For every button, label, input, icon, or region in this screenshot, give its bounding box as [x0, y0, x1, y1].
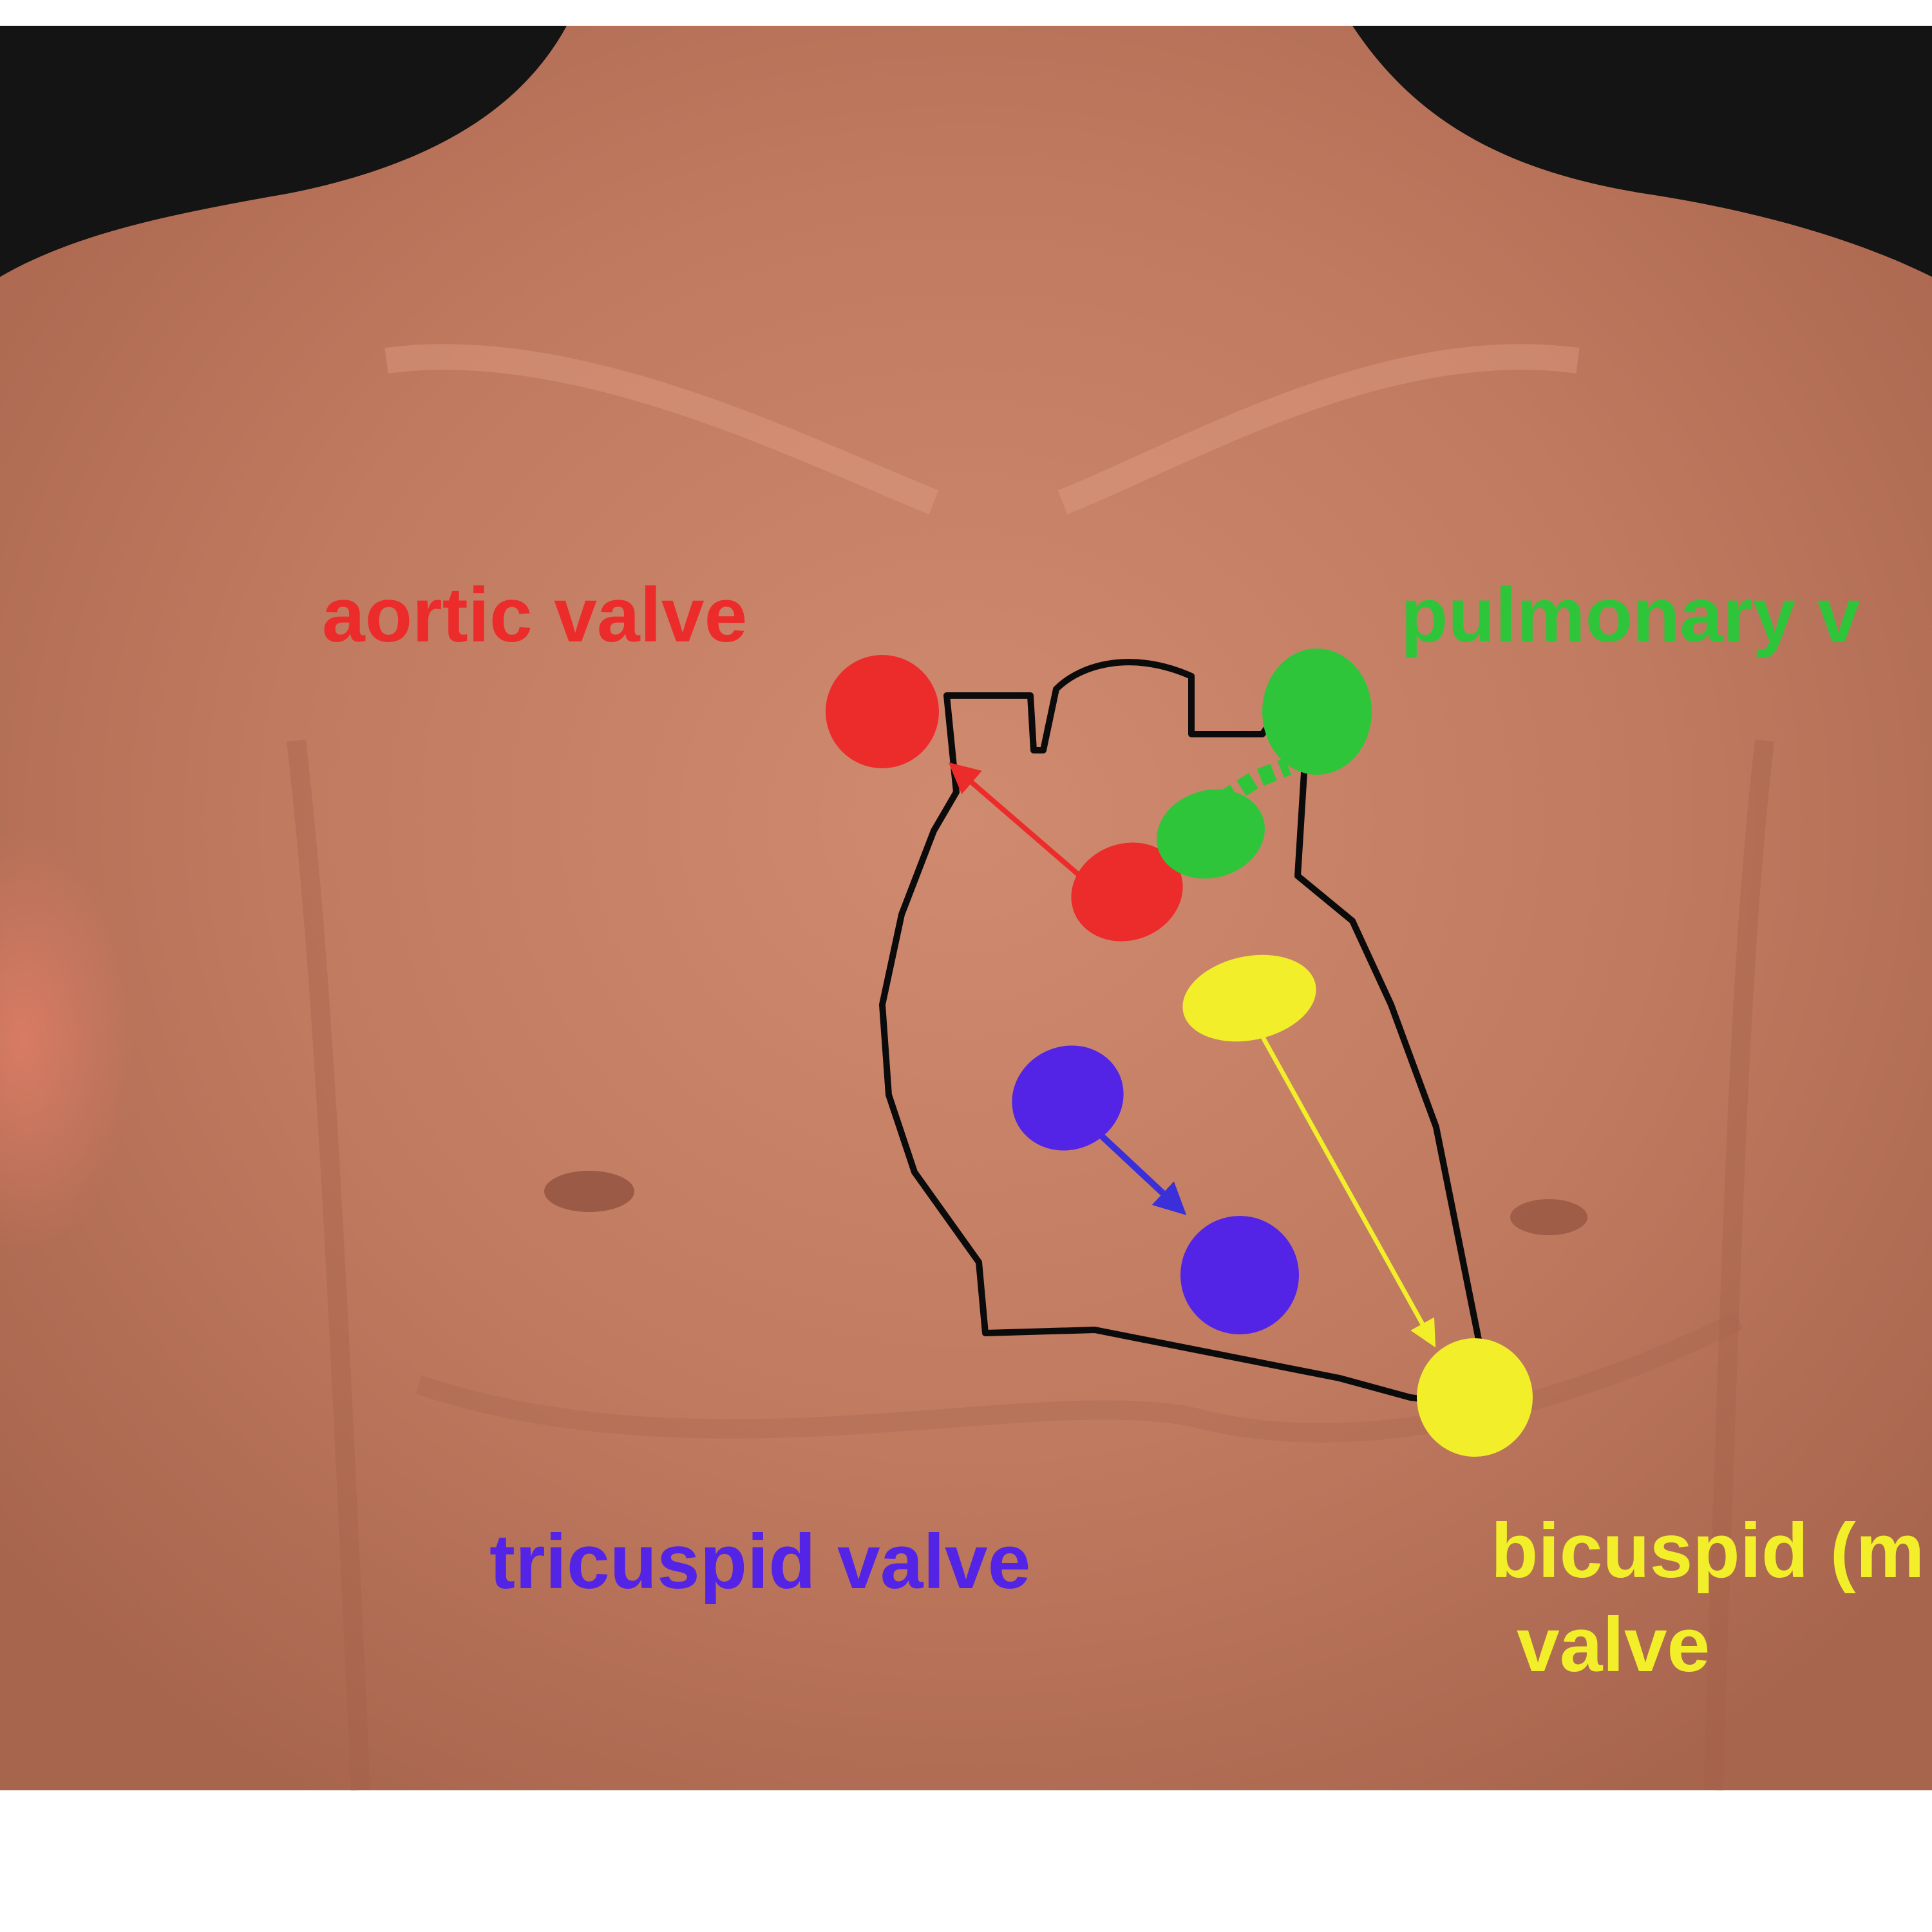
aortic-valve-marker [826, 655, 939, 768]
collarbone-left [384, 344, 939, 515]
right-arm-crease [1703, 739, 1774, 1791]
tricuspid-valve-marker [1180, 1216, 1299, 1334]
pulmonary-origin-dot [1157, 789, 1265, 879]
pulmonary-valve-marker [1262, 649, 1372, 775]
heart-outline [879, 659, 1484, 1407]
aortic-origin-dot [1071, 842, 1183, 942]
arm-highlight [0, 580, 451, 1417]
left-nipple [544, 1171, 634, 1212]
tricuspid-origin-dot [1012, 1045, 1124, 1151]
aortic-arrow [948, 762, 1097, 891]
bicuspid-valve-marker [1417, 1338, 1533, 1457]
bicuspid-arrow [1256, 1029, 1436, 1348]
pulmonary-valve-label: pulmonary v [1401, 572, 1861, 658]
tricuspid-valve-label: tricuspid valve [489, 1519, 1031, 1605]
aortic-valve-label: aortic valve [322, 572, 748, 658]
bicuspid-label-line-2: valve [1517, 1602, 1710, 1689]
left-arm-crease [287, 739, 370, 1791]
pec-line [415, 1311, 1743, 1443]
collarbone-right [1057, 344, 1580, 515]
bicuspid-label-line-1: bicuspid (m [1491, 1508, 1925, 1594]
bicuspid-valve-label: bicuspid (m valve [1491, 1504, 1924, 1692]
right-nipple [1510, 1199, 1587, 1235]
bicuspid-origin-dot [1182, 954, 1316, 1042]
